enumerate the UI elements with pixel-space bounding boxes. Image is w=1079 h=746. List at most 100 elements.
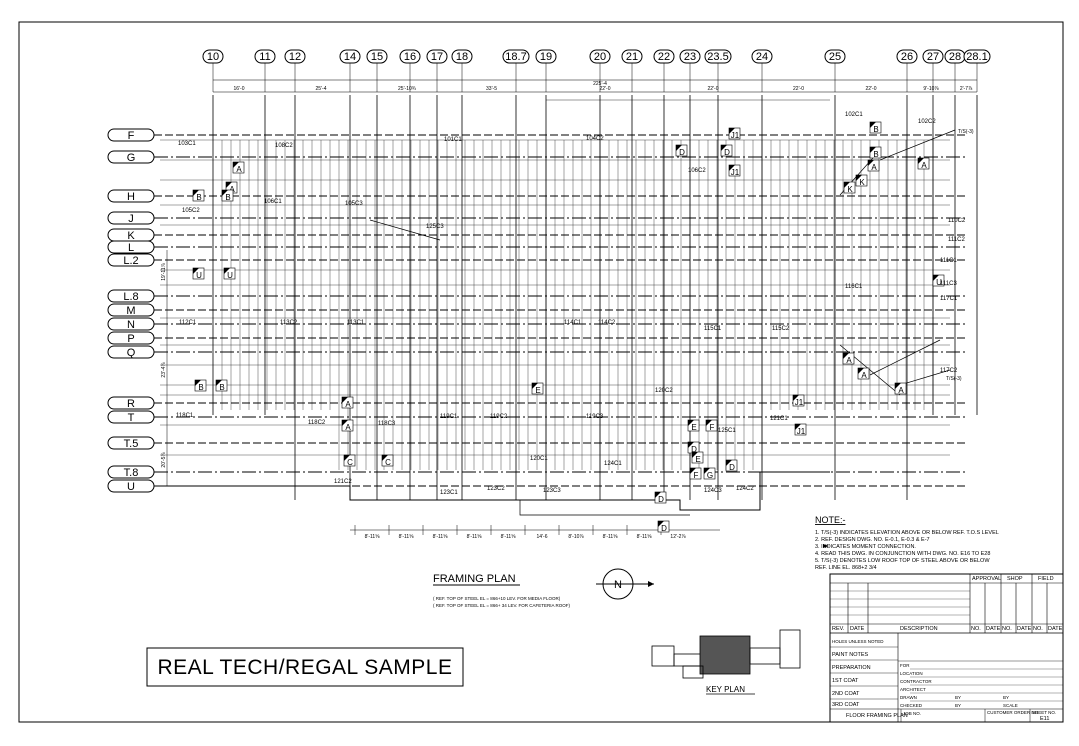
grid-bubble-col-14: 14 [339, 49, 361, 64]
grid-bubble-row-label: J [128, 213, 134, 225]
top-dimension-label: 2'-7⅞ [960, 86, 973, 92]
section-mark-label: B [198, 383, 203, 392]
column-mark-119C1: 119C1 [440, 414, 458, 420]
paint-item-1st: 1ST COAT [832, 678, 859, 684]
column-mark-124C2: 124C2 [736, 486, 754, 492]
grid-bubble-col-label: 23.5 [707, 51, 728, 63]
top-dimension-label: 9'-10⅞ [923, 86, 939, 92]
section-mark-label: B [219, 383, 224, 392]
bottom-dimension-label: 8'-11⅝ [603, 534, 619, 540]
sheet-title: FLOOR FRAMING PLAN [846, 713, 908, 719]
section-mark-label: J1 [797, 427, 806, 436]
column-mark-115C2: 115C2 [772, 326, 790, 332]
section-mark: U [192, 267, 205, 280]
field-by-1: BY [955, 695, 961, 700]
section-mark-label: D [724, 148, 730, 157]
section-mark: B [194, 379, 207, 392]
framing-members [160, 95, 978, 516]
grid-bubble-col-25: 25 [824, 49, 846, 64]
date-col: DATE [850, 626, 865, 632]
section-mark-label: C [347, 458, 353, 467]
grid-bubble-col-11: 11 [254, 49, 276, 64]
note-6: REF. LINE EL. 868+2 3/4 [815, 565, 877, 571]
grid-bubble-col-label: 19 [540, 51, 552, 63]
grid-bubble-col-18-7: 18.7 [502, 49, 530, 64]
grid-bubble-row-F: F [107, 128, 155, 142]
section-mark: D [657, 520, 670, 533]
section-mark: B [215, 379, 228, 392]
section-mark: B [192, 189, 205, 202]
paint-item-holes: HOLES UNLESS NOTED [832, 639, 884, 644]
column-mark-113C2: 113C2 [280, 320, 298, 326]
grid-bubble-col-12: 12 [284, 49, 306, 64]
paint-item-3rd: 3RD COAT [832, 702, 860, 708]
column-mark-104C2: 104C2 [586, 136, 604, 142]
grid-bubble-col-label: 24 [756, 51, 768, 63]
grid-bubble-row-T: T [107, 410, 155, 424]
column-mark-124C1: 124C1 [604, 461, 622, 467]
section-mark-label: A [921, 161, 927, 170]
grid-bubble-col-label: 14 [344, 51, 356, 63]
column-mark-120C1: 120C1 [530, 456, 548, 462]
section-mark-label: E [691, 423, 696, 432]
brace-line [879, 129, 956, 161]
section-mark-label: F [710, 423, 715, 432]
grid-bubble-row-J: J [107, 211, 155, 225]
column-mark-101C1: 101C1 [444, 137, 462, 143]
section-mark-label: A [898, 386, 904, 395]
note-2: 2. REF. DESIGN DWG. NO. E-0.1, E-0.3 & E… [815, 537, 930, 543]
moment-label-1: T/S(-3) [958, 129, 974, 135]
grid-bubble-col-label: 26 [901, 51, 913, 63]
section-mark: E [691, 451, 704, 464]
drawing-title: FRAMING PLAN [433, 573, 516, 585]
grid-bubble-row-label: K [127, 230, 135, 242]
column-mark-124C3: 124C3 [704, 488, 722, 494]
field-by-2: BY [1003, 695, 1009, 700]
grid-bubble-row-label: G [127, 152, 136, 164]
section-mark: F [705, 419, 718, 432]
grid-bubble-col-28-1: 28.1 [963, 49, 991, 64]
section-mark: A [894, 382, 907, 395]
section-mark-label: B [225, 193, 230, 202]
north-arrow-icon: N [596, 568, 654, 600]
grid-bubble-col-label: 17 [431, 51, 443, 63]
column-mark-labels: 103C1105C2106C1108C2105C3101C1102C1102C2… [176, 112, 966, 496]
grid-bubble-row-U: U [107, 479, 155, 493]
note-1: 1. T/S(-3) INDICATES ELEVATION ABOVE OR … [815, 530, 999, 536]
grid-bubble-row-N: N [107, 317, 155, 331]
section-mark: F [689, 467, 702, 480]
grid-bubble-col-label: 23 [684, 51, 696, 63]
column-mark-108C2: 108C2 [275, 143, 293, 149]
notes-heading: NOTE:- [815, 515, 846, 525]
section-mark-label: J1 [731, 131, 740, 140]
column-mark-119C3: 119C3 [586, 414, 604, 420]
section-mark: D [675, 144, 688, 157]
field-architect: ARCHITECT [900, 687, 926, 692]
grid-bubble-row-L-8: L.8 [107, 289, 155, 303]
column-mark-118C2: 118C2 [308, 420, 326, 426]
column-mark-120C2: 120C2 [655, 388, 673, 394]
note-3: 3. INDICATES MOMENT CONNECTION. [815, 544, 916, 550]
framing-note-2: ( REF. TOP OF STEEL EL = 866+ 34 LEV. FO… [433, 603, 571, 608]
framing-note-1: ( REF. TOP OF STEEL EL = 866+10 LEV. FOR… [433, 596, 561, 601]
grid-bubble-col-23-5: 23.5 [704, 49, 732, 64]
grid-bubble-row-label: L.8 [123, 291, 138, 303]
section-mark-label: C [385, 458, 391, 467]
section-mark: U [932, 274, 945, 287]
column-mark-113C1: 113C1 [347, 320, 365, 326]
section-mark-label: U [196, 271, 202, 280]
grid-bubble-row-label: F [128, 130, 135, 142]
section-mark: A [232, 161, 245, 174]
section-mark: D [654, 491, 667, 504]
column-mark-117C1: 117C1 [940, 296, 958, 302]
field-for: FOR [900, 663, 910, 668]
bottom-dimension-label: 8'-11⅝ [433, 534, 449, 540]
grid-bubble-col-19: 19 [535, 49, 557, 64]
column-mark-110C2: 110C2 [948, 218, 966, 224]
section-mark-label: A [871, 163, 877, 172]
date-col-4: DATE [1048, 626, 1063, 632]
